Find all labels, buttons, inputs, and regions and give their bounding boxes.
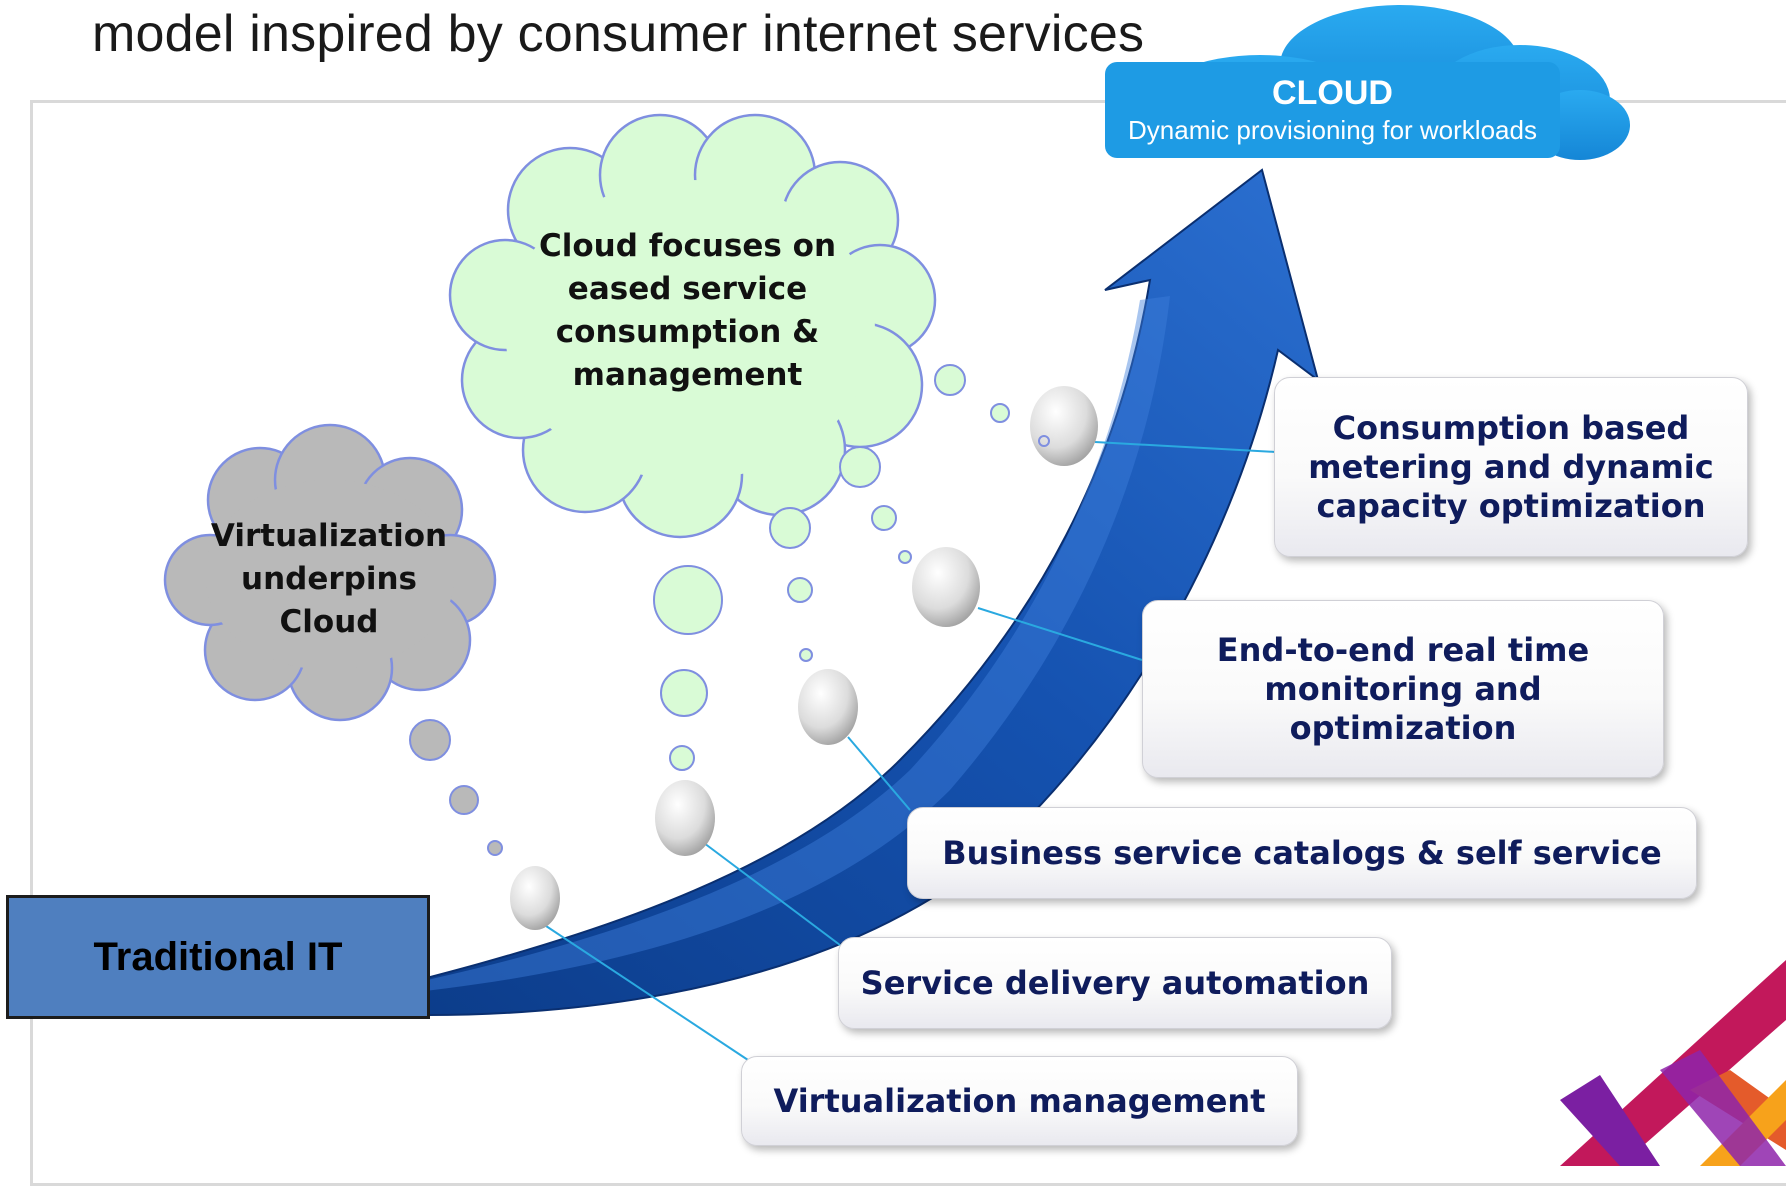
cloud-focus-thought-cloud [448, 113, 937, 539]
green-thought-trail [653, 364, 1048, 771]
cloud-focus-thought-text: Cloud focuses on eased service consumpti… [538, 228, 837, 393]
cloud-banner-heading: CLOUD [1272, 74, 1393, 112]
virtualization-thought-cloud [163, 423, 497, 722]
slide-title: model inspired by consumer internet serv… [92, 5, 1145, 63]
cloud-banner-subheading: Dynamic provisioning for workloads [1128, 115, 1537, 145]
traditional-it-box: Traditional IT [6, 895, 430, 1019]
cloud-banner: CLOUD Dynamic provisioning for workloads [1105, 62, 1560, 158]
stage-label-consumption-metering: Consumption based metering and dynamic c… [1274, 377, 1748, 557]
milestone-spheres [510, 386, 1098, 930]
stage-label-end-to-end-monitoring: End-to-end real time monitoring and opti… [1142, 600, 1664, 778]
growth-arrow [299, 168, 1320, 1016]
virtualization-thought-text: Virtualization underpins Cloud [210, 518, 448, 640]
decorative-stripes-icon [1560, 960, 1786, 1166]
stage-label-business-service-catalogs: Business service catalogs & self service [907, 807, 1697, 899]
stage-label-service-delivery-automation: Service delivery automation [838, 937, 1392, 1029]
stage-label-virtualization-management: Virtualization management [741, 1056, 1298, 1146]
connector-lines [539, 441, 1277, 1061]
grey-thought-trail [409, 719, 503, 856]
